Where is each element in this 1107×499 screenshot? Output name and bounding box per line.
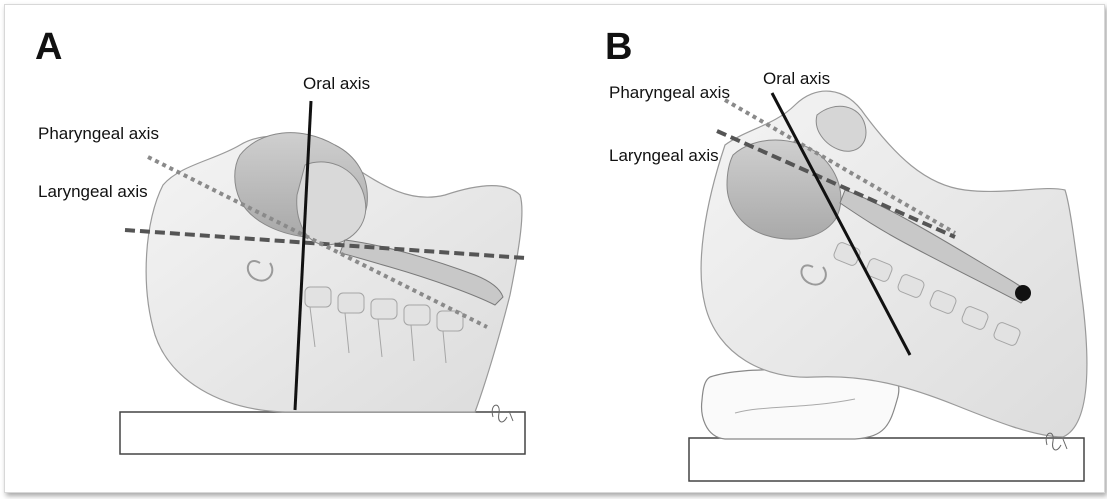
panel-a-letter: A	[35, 26, 62, 68]
airway-axes-diagram: A Oral axis Pharyngeal axis Laryngeal ax…	[5, 5, 1104, 492]
figure: A Oral axis Pharyngeal axis Laryngeal ax…	[4, 4, 1105, 493]
panel-a-oral-axis-label: Oral axis	[303, 74, 370, 93]
panel-b-letter: B	[605, 26, 632, 68]
panel-b: B Oral axis Pharyngeal a	[605, 26, 1087, 481]
panel-b-pharyngeal-axis-label: Pharyngeal axis	[609, 83, 730, 102]
panel-a-table	[120, 412, 525, 454]
panel-b-tube-tip	[1015, 285, 1031, 301]
panel-a-pharyngeal-axis-label: Pharyngeal axis	[38, 124, 159, 143]
panel-b-oral-axis-label: Oral axis	[763, 69, 830, 88]
panel-a-laryngeal-axis-label: Laryngeal axis	[38, 182, 148, 201]
panel-b-table	[689, 438, 1084, 481]
panel-b-laryngeal-axis-label: Laryngeal axis	[609, 146, 719, 165]
panel-a: A Oral axis Pharyngeal axis Laryngeal ax…	[35, 26, 525, 454]
